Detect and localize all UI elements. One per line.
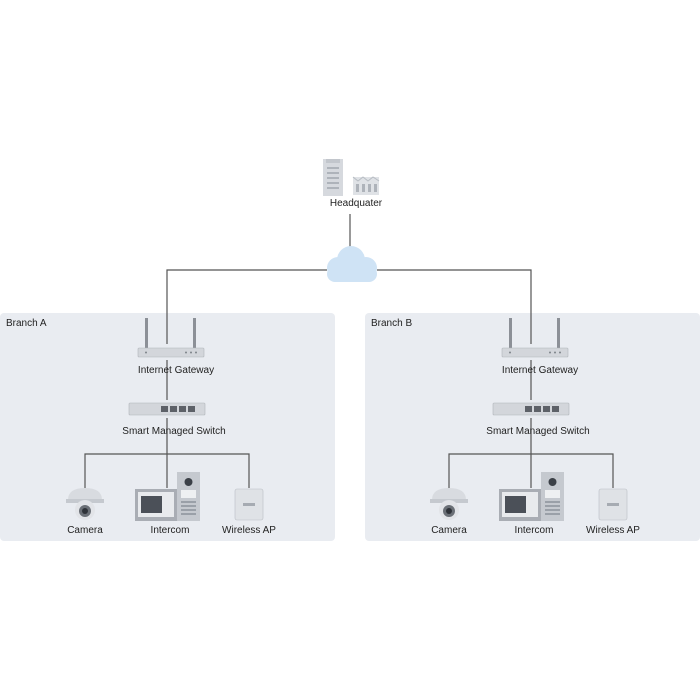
switch-devices-link-b (448, 418, 614, 488)
cloud-link-a (166, 269, 327, 344)
headquarters-label: Headquater (329, 198, 383, 209)
switch-icon-b (492, 402, 570, 416)
connection-lines (84, 214, 614, 488)
branch-b-title: Branch B (371, 318, 413, 329)
intercom-label-b: Intercom (514, 525, 554, 536)
intercom-monitor-icon-a (135, 489, 177, 521)
wireless-ap-label-b: Wireless AP (586, 525, 640, 536)
switch-icon-a (128, 402, 206, 416)
gateway-label-b: Internet Gateway (501, 365, 579, 376)
switch-label-a: Smart Managed Switch (122, 426, 226, 437)
intercom-monitor-icon-b (499, 489, 541, 521)
router-icon-a (137, 318, 205, 358)
wireless-ap-icon-b (598, 488, 628, 521)
cloud-link-b (377, 269, 532, 344)
camera-label-a: Camera (67, 525, 103, 536)
intercom-door-station-icon-b (541, 472, 564, 521)
camera-label-b: Camera (431, 525, 467, 536)
branch-a-title: Branch A (6, 318, 47, 329)
cloud-icon (327, 246, 377, 282)
switch-label-b: Smart Managed Switch (486, 426, 590, 437)
gateway-label-a: Internet Gateway (137, 365, 215, 376)
switch-devices-link-a (84, 418, 250, 488)
intercom-door-station-icon-a (177, 472, 200, 521)
wireless-ap-label-a: Wireless AP (222, 525, 276, 536)
camera-icon-b (430, 488, 468, 520)
camera-icon-a (66, 488, 104, 520)
wireless-ap-icon-a (234, 488, 264, 521)
intercom-label-a: Intercom (150, 525, 190, 536)
building-icon (323, 159, 343, 196)
factory-icon (352, 176, 380, 195)
router-icon-b (501, 318, 569, 358)
